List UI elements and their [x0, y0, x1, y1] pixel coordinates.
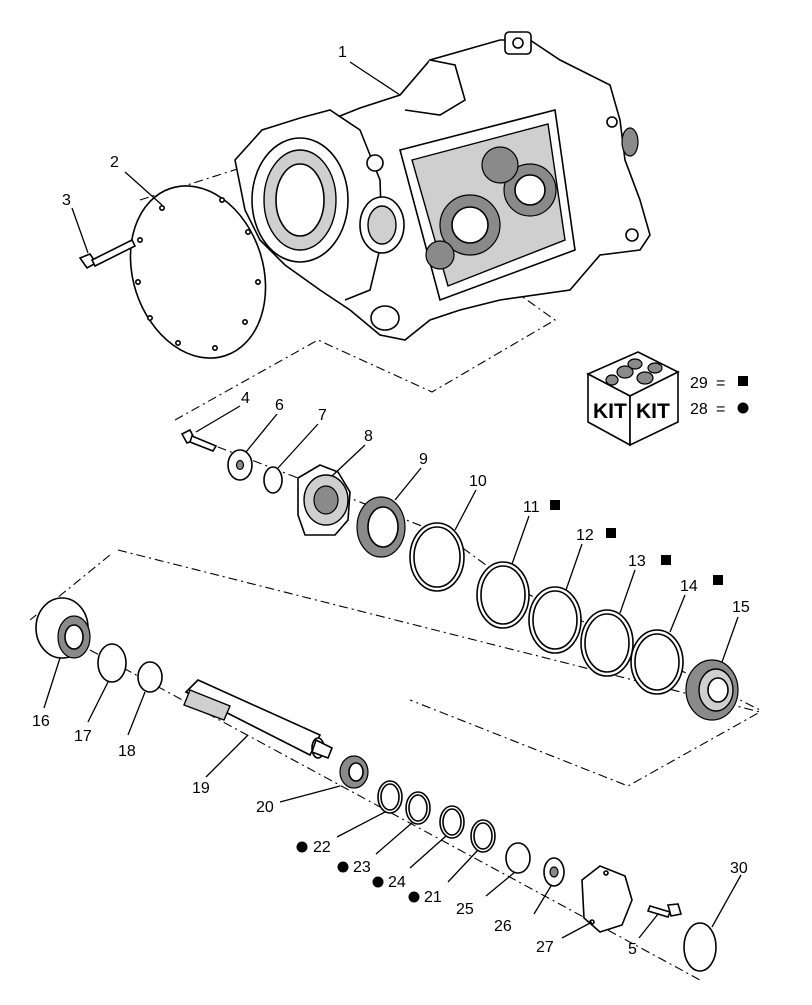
kit-legend-29-number: 29 [690, 375, 708, 392]
callout-22-circle-icon [296, 841, 308, 853]
callout-17: 17 [74, 728, 92, 745]
o-ring [263, 466, 283, 494]
callout-15: 15 [732, 599, 750, 616]
shim-rings [377, 780, 496, 853]
callout-23: 23 [353, 859, 371, 876]
callout-20: 20 [256, 799, 274, 816]
callout-12: 12 [576, 527, 594, 544]
bearing-retainer-bolt [180, 428, 218, 452]
callout-14: 14 [680, 578, 698, 595]
callout-11-square-icon [550, 500, 560, 510]
callout-12-square-icon [606, 528, 616, 538]
callout-4: 4 [241, 390, 250, 407]
callout-8: 8 [364, 428, 373, 445]
square-marker-icon [738, 376, 748, 386]
kit-legend-29-equals: = [716, 375, 725, 392]
shaft-bearing [339, 755, 369, 789]
end-cover-plate [581, 865, 633, 933]
kit-label-left: KIT [593, 400, 627, 423]
callout-labels: 1 2 3 4 5 6 7 8 9 10 11 12 13 14 15 16 1… [32, 44, 750, 958]
callout-11: 11 [523, 499, 540, 516]
output-shaft [183, 679, 334, 760]
callout-13-square-icon [661, 555, 671, 565]
callout-21-circle-icon [408, 891, 420, 903]
callout-30: 30 [730, 860, 748, 877]
thrust-washer [543, 857, 565, 887]
coupling-hub [35, 597, 91, 659]
circle-marker-icon [737, 402, 749, 414]
kit-label-right: KIT [636, 400, 670, 423]
callout-3: 3 [62, 192, 71, 209]
kit-legend-28-number: 28 [690, 401, 708, 418]
callout-22: 22 [313, 839, 331, 856]
cover-bolt [78, 238, 137, 270]
callout-13: 13 [628, 553, 646, 570]
callout-27: 27 [536, 939, 554, 956]
callout-21: 21 [424, 889, 442, 906]
callout-7: 7 [318, 407, 327, 424]
callout-10: 10 [469, 473, 487, 490]
shims [476, 561, 684, 695]
callout-19: 19 [192, 780, 210, 797]
callout-23-circle-icon [337, 861, 349, 873]
callout-9: 9 [419, 451, 428, 468]
callout-5: 5 [628, 941, 637, 958]
kit-legend-28-equals: = [716, 401, 725, 418]
bearing-retainer [297, 464, 351, 536]
callout-26: 26 [494, 918, 512, 935]
snap-ring [409, 522, 465, 592]
retaining-ring [97, 643, 127, 683]
plug-cap [683, 922, 717, 972]
tapered-bearing [685, 659, 739, 721]
washer [227, 449, 253, 481]
kit-legend: 29 = 28 = [690, 375, 749, 418]
callout-2: 2 [110, 154, 119, 171]
kit-box-icon: KIT KIT [586, 351, 680, 447]
shaft-seal [356, 496, 406, 558]
leader-lines [43, 61, 742, 939]
callout-24-circle-icon [372, 876, 384, 888]
internal-snap-ring [505, 842, 531, 874]
end-cover-bolt [646, 903, 683, 918]
callout-6: 6 [275, 397, 284, 414]
callout-25: 25 [456, 901, 474, 918]
callout-18: 18 [118, 743, 136, 760]
gearbox-housing [234, 31, 651, 341]
callout-1: 1 [338, 44, 347, 61]
cover-gasket [129, 185, 267, 359]
callout-14-square-icon [713, 575, 723, 585]
callout-kit-markers [296, 500, 723, 903]
small-snap-ring [137, 661, 163, 693]
callout-24: 24 [388, 874, 406, 891]
callout-16: 16 [32, 713, 50, 730]
